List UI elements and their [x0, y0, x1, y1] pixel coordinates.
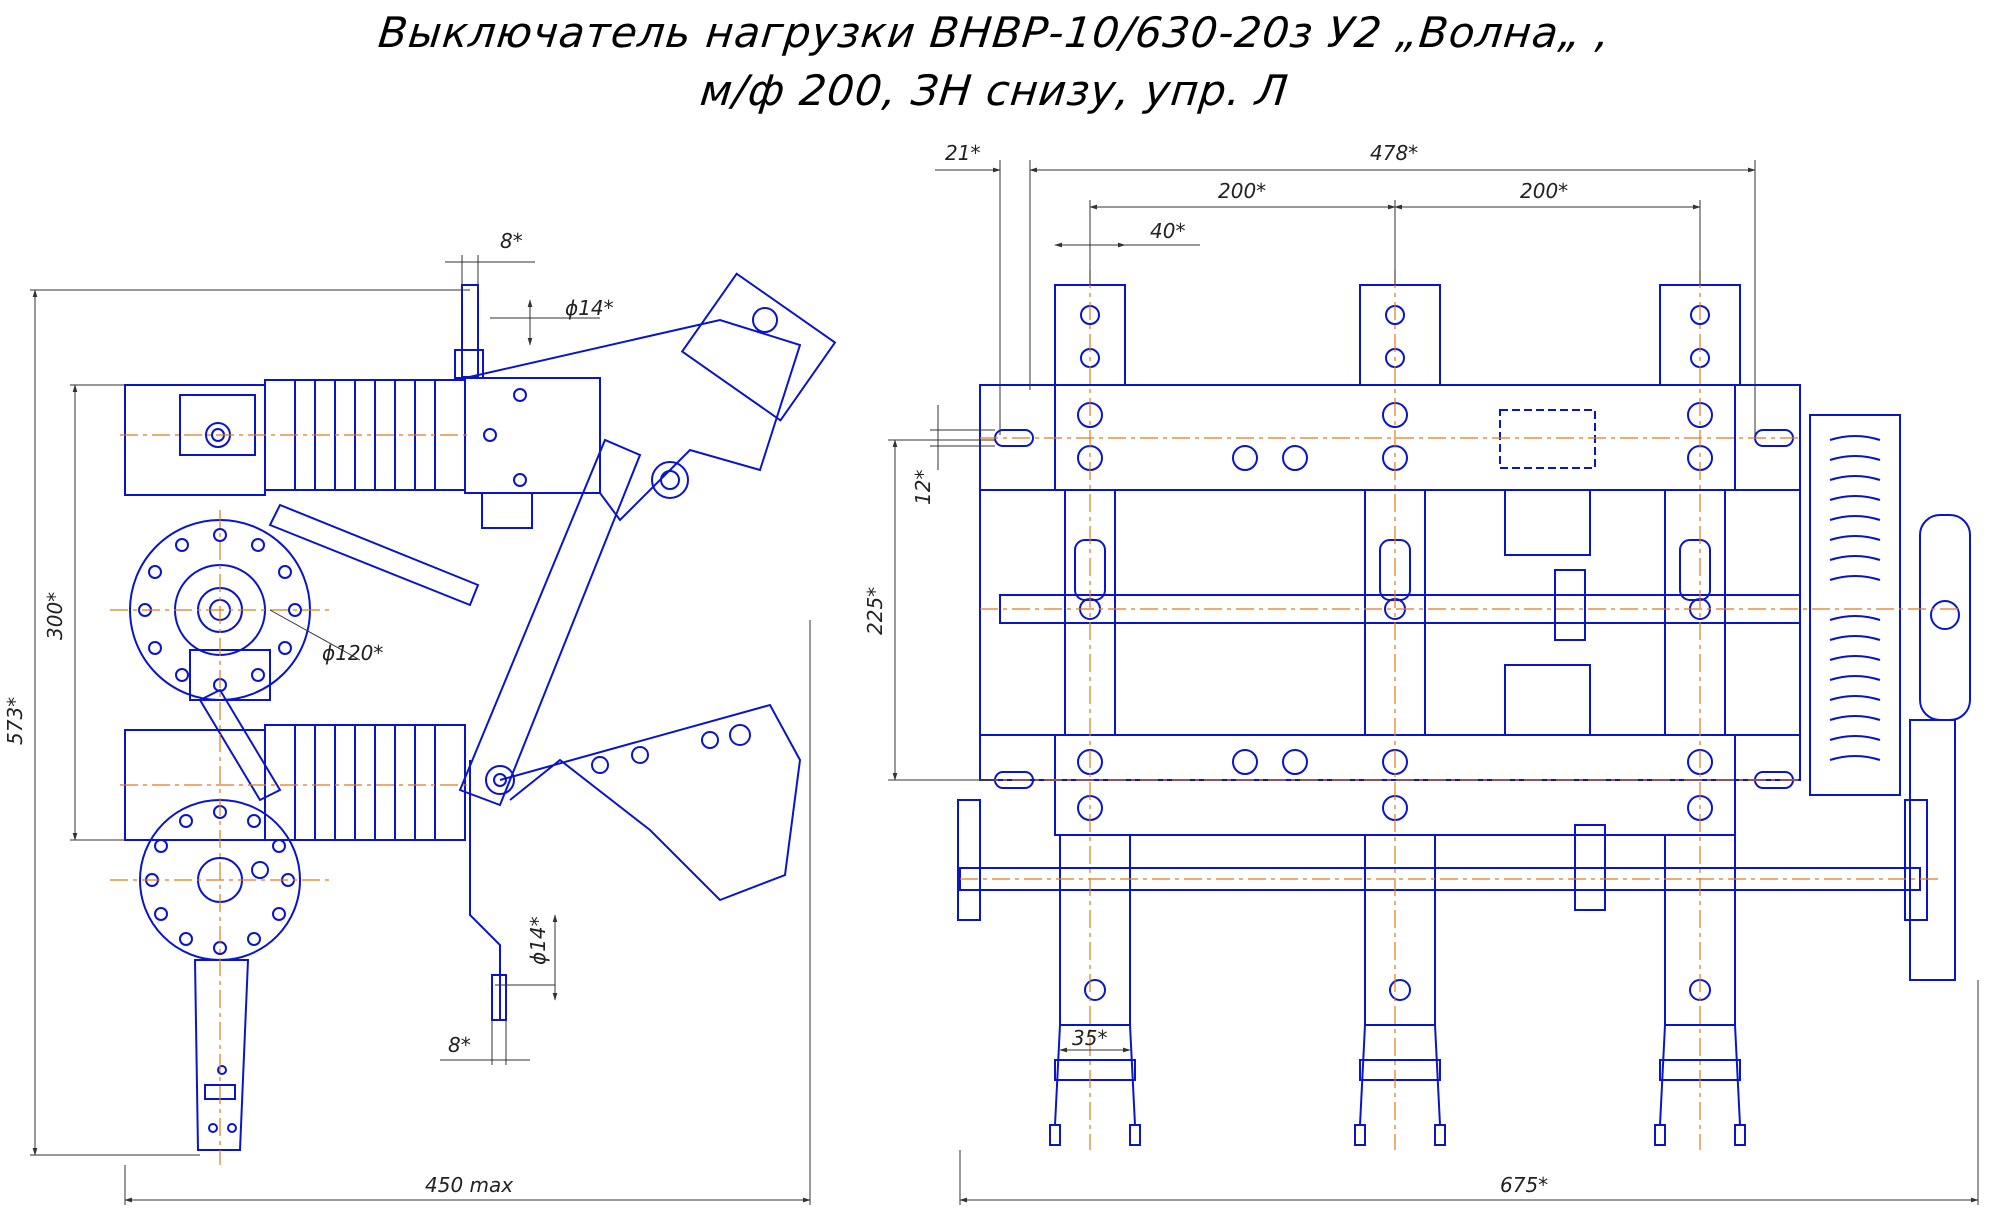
dim-slot-12: 12*	[911, 470, 935, 505]
blade-2	[1364, 834, 1436, 1026]
terminal-2	[1359, 284, 1441, 386]
central-box-upper	[1504, 489, 1591, 556]
blade-1	[1059, 834, 1131, 1026]
dim-total-width: 675*	[1500, 1173, 1548, 1197]
dim-small-40: 40*	[1150, 219, 1185, 243]
front-dimensions	[888, 160, 1979, 1205]
dim-overall-top: 478*	[1370, 141, 1418, 165]
bottom-handle-arm	[193, 959, 250, 1151]
chamber-3	[1664, 489, 1726, 736]
crank-arm	[458, 438, 642, 807]
dim-inner-height: 300*	[43, 592, 67, 640]
lower-handle	[499, 703, 802, 902]
side-frame-top	[124, 384, 266, 496]
dim-bottom-hole: ϕ14*	[526, 916, 550, 965]
upper-rotary-head	[680, 272, 837, 422]
upper-bracket	[464, 318, 802, 522]
upper-wheel-holes	[138, 528, 302, 692]
dim-bottom-thickness: 8*	[448, 1033, 471, 1057]
link-rod-lower	[198, 688, 282, 802]
dim-pitch-a: 200*	[1218, 179, 1266, 203]
front-dimension-labels: 21* 478* 200* 200* 40* 12* 225* 35* 675*	[863, 141, 1568, 1197]
dim-blade-35: 35*	[1072, 1026, 1107, 1050]
central-box-lower	[1504, 664, 1591, 736]
side-lever	[1909, 719, 1956, 981]
spring-frame	[1809, 414, 1901, 796]
dim-top-hole: ϕ14*	[565, 296, 614, 320]
side-dimensions	[30, 255, 811, 1205]
dim-left-offset: 21*	[945, 141, 980, 165]
lower-insulator	[264, 724, 466, 841]
drive-disc	[1919, 514, 1971, 721]
side-dimension-labels: 8* ϕ14* ϕ120* 300* 573* ϕ14* 8* 450 max	[3, 229, 614, 1197]
upper-contact-block	[464, 377, 601, 494]
dim-top-thickness: 8*	[500, 229, 523, 253]
side-mount-plate	[179, 394, 256, 456]
front-axes	[960, 270, 1960, 1150]
lower-insulator-ribs	[294, 725, 436, 840]
dim-overall-width: 450 max	[425, 1173, 513, 1197]
side-axes	[110, 434, 470, 1165]
dim-wheel-diameter: ϕ120*	[322, 641, 383, 665]
dim-height-225: 225*	[863, 587, 887, 635]
blade-3	[1664, 834, 1736, 1026]
spring-coils	[1829, 435, 1881, 761]
top-clamp	[461, 284, 479, 378]
front-view	[957, 284, 1971, 1146]
dim-total-height: 573*	[3, 697, 27, 745]
main-shaft	[999, 594, 1801, 624]
ground-bar	[469, 760, 501, 1020]
dim-pitch-b: 200*	[1520, 179, 1568, 203]
nameplate	[1499, 409, 1596, 469]
link-rod-upper	[268, 503, 480, 607]
front-frame	[979, 384, 1801, 781]
side-view	[124, 272, 837, 1151]
